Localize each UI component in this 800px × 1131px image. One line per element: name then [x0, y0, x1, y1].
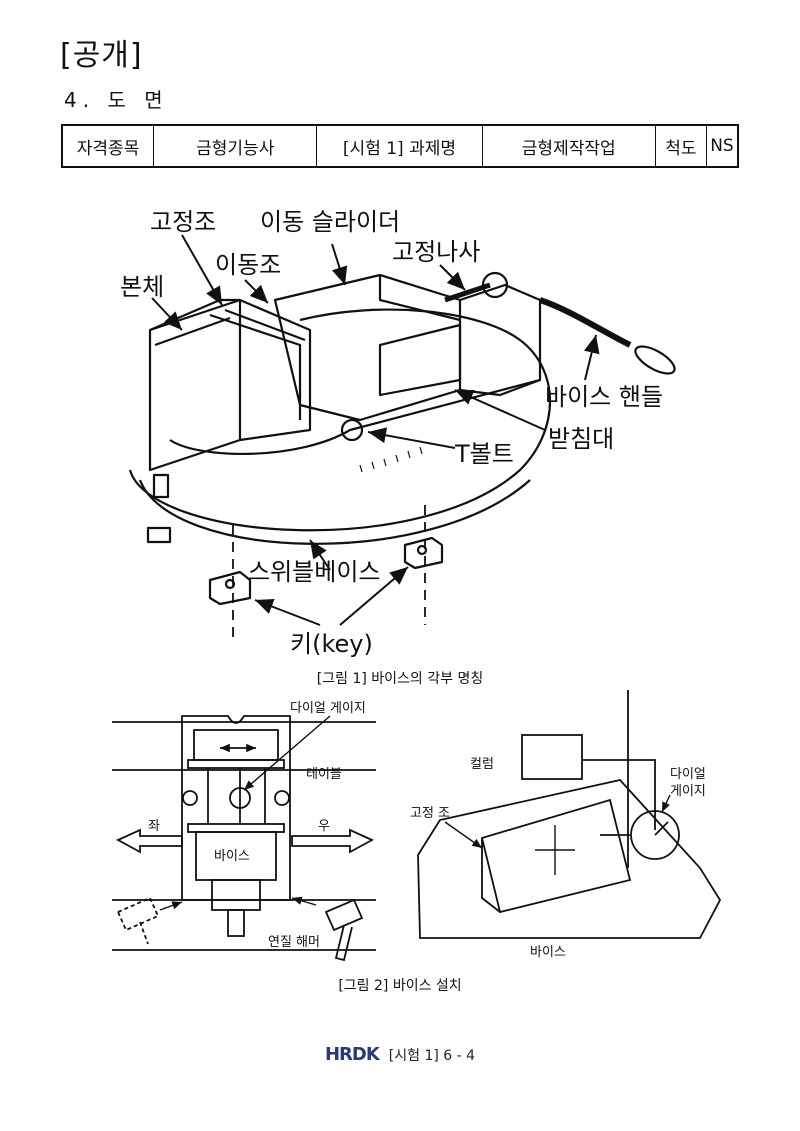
public-stamp: [공개] — [60, 38, 143, 73]
label-right: 우 — [318, 819, 330, 834]
label-swivel-base: 스위블베이스 — [248, 558, 380, 586]
cell-task-value: 금형제작작업 — [481, 124, 656, 168]
label-dial-gauge-top: 다이얼 게이지 — [290, 701, 366, 716]
info-table: 자격종목 금형기능사 [시험 1] 과제명 금형제작작업 척도 NS — [61, 124, 739, 168]
label-body: 본체 — [120, 273, 164, 301]
label-fixed-jaw-2: 고정 조 — [410, 806, 450, 821]
label-key: 키(key) — [290, 630, 373, 658]
label-left: 좌 — [148, 819, 160, 834]
label-moving-slider: 이동 슬라이더 — [260, 208, 400, 236]
label-vise-left: 바이스 — [214, 849, 250, 864]
hrdk-logo: HRDK — [324, 1044, 380, 1065]
cell-scale-value: NS — [705, 124, 739, 168]
page-footer: HRDK [시험 1] 6 - 4 — [0, 1044, 800, 1065]
label-support: 받침대 — [548, 425, 614, 453]
label-table: 테이블 — [306, 767, 342, 782]
figure2-vise-setup-drawing: 다이얼 게이지 테이블 좌 우 바이스 연질 해머 컬럼 다이얼 게이지 고정 … — [112, 690, 722, 994]
cell-task-label: [시험 1] 과제명 — [316, 124, 483, 168]
label-t-bolt: T볼트 — [454, 440, 514, 468]
figure2-caption: [그림 2] 바이스 설치 — [338, 978, 461, 994]
cell-qualification-value: 금형기능사 — [153, 124, 318, 168]
label-dial-gauge-right-line2: 게이지 — [670, 784, 706, 799]
cell-scale-label: 척도 — [654, 124, 707, 168]
cell-qualification-label: 자격종목 — [61, 124, 155, 168]
label-moving-jaw: 이동조 — [215, 251, 281, 279]
label-fixed-screw: 고정나사 — [392, 238, 480, 266]
figure1-caption: [그림 1] 바이스의 각부 명칭 — [317, 671, 483, 687]
label-vise-handle: 바이스 핸들 — [545, 383, 663, 411]
label-soft-hammer: 연질 해머 — [268, 935, 320, 950]
page-number: [시험 1] 6 - 4 — [388, 1048, 476, 1064]
label-dial-gauge-right-line1: 다이얼 — [670, 767, 706, 782]
section-heading: 4. 도 면 — [64, 88, 169, 112]
label-vise-right: 바이스 — [530, 945, 566, 960]
figure1-vise-drawing: 고정조 이동 슬라이더 이동조 고정나사 본체 바이스 핸들 받침대 T볼트 스… — [120, 208, 676, 687]
label-fixed-jaw: 고정조 — [150, 208, 216, 236]
label-column: 컬럼 — [470, 757, 494, 772]
